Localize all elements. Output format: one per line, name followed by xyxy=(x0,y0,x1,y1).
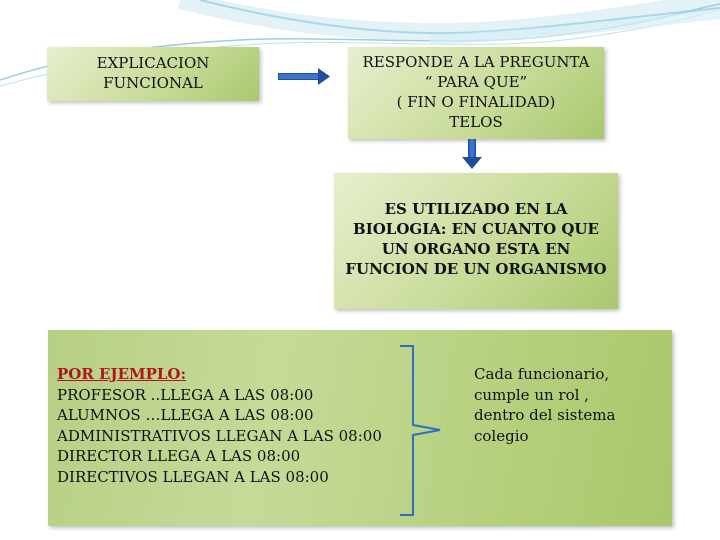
box-line: FUNCIONAL xyxy=(103,74,203,92)
down-arrow-icon xyxy=(462,139,482,169)
box-line: UN ORGANO ESTA EN xyxy=(381,240,571,258)
example-line: DIRECTIVOS LLEGAN A LAS 08:00 xyxy=(57,467,329,486)
example-title: POR EJEMPLO: xyxy=(57,365,187,383)
right-arrow-icon xyxy=(278,68,330,85)
conclusion-line: dentro del sistema xyxy=(474,406,616,424)
box-line: “ PARA QUE” xyxy=(424,73,528,91)
example-list: POR EJEMPLO: PROFESOR ..LLEGA A LAS 08:0… xyxy=(57,364,382,487)
example-line: ALUMNOS …LLEGA A LAS 08:00 xyxy=(57,406,314,424)
biologia-box: ES UTILIZADO EN LA BIOLOGIA: EN CUANTO Q… xyxy=(334,173,618,309)
conclusion-line: Cada funcionario, xyxy=(474,365,610,383)
example-line: ADMINISTRATIVOS LLEGAN A LAS 08:00 xyxy=(57,426,382,445)
responde-pregunta-box: RESPONDE A LA PREGUNTA “ PARA QUE” ( FIN… xyxy=(348,47,604,139)
brace-icon xyxy=(400,345,441,516)
conclusion-line: cumple un rol , xyxy=(474,385,589,404)
example-line: DIRECTOR LLEGA A LAS 08:00 xyxy=(57,447,301,465)
box-line: FUNCION DE UN ORGANISMO xyxy=(345,260,607,278)
explicacion-funcional-box: EXPLICACION FUNCIONAL xyxy=(47,47,259,101)
box-line: EXPLICACION xyxy=(96,54,210,72)
box-line: BIOLOGIA: EN CUANTO QUE xyxy=(353,220,599,238)
example-line: PROFESOR ..LLEGA A LAS 08:00 xyxy=(57,385,314,404)
ejemplo-box: POR EJEMPLO: PROFESOR ..LLEGA A LAS 08:0… xyxy=(48,330,672,526)
box-line: ( FIN O FINALIDAD) xyxy=(396,93,556,111)
conclusion-text: Cada funcionario, cumple un rol , dentro… xyxy=(474,364,615,446)
box-line: RESPONDE A LA PREGUNTA xyxy=(362,53,590,71)
box-line: ES UTILIZADO EN LA xyxy=(384,200,568,218)
conclusion-line: colegio xyxy=(474,426,529,445)
box-line: TELOS xyxy=(449,113,503,131)
